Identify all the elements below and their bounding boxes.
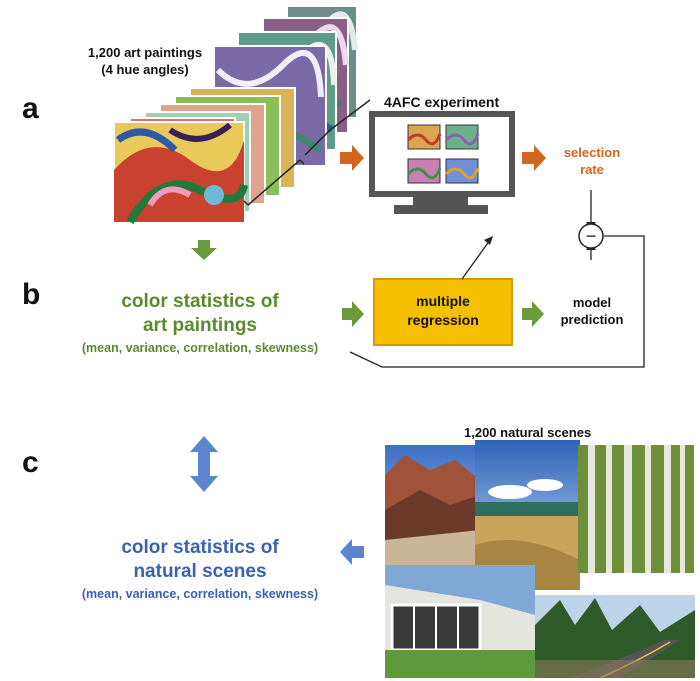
natural-stats-line2: natural scenes — [133, 561, 267, 582]
scene-forest-aspens — [578, 445, 694, 573]
panel-label-b: b — [22, 278, 41, 311]
arrow-to-selection-rate — [522, 145, 546, 171]
regression-line2: regression — [407, 312, 479, 328]
natural-stats-line1: color statistics of — [121, 537, 279, 558]
natural-scenes-label: 1,200 natural scenes — [464, 425, 592, 440]
regression-box-label: multiple regression — [374, 292, 512, 330]
arrow-to-prediction — [522, 301, 544, 327]
arrow-down-to-stats — [191, 240, 217, 260]
model-prediction-line1: model — [572, 295, 612, 310]
regression-box-shape — [373, 278, 513, 346]
art-stats-line1: color statistics of — [121, 291, 279, 312]
scene-canyon — [385, 445, 480, 565]
art-paintings-label: 1,200 art paintings (4 hue angles) — [60, 44, 230, 78]
double-arrow — [190, 436, 218, 492]
arrow-to-regression — [342, 301, 364, 327]
stimulus-grid — [406, 124, 480, 184]
arrow-to-monitor — [340, 145, 364, 171]
natural-stats-line3: (mean, variance, correlation, skewness) — [81, 587, 319, 601]
scene-road — [535, 595, 695, 679]
painting-stack — [113, 5, 358, 225]
art-stats-line2: art paintings — [142, 315, 257, 336]
panel-label-c: c — [22, 446, 39, 479]
art-stats-label: color statistics of art paintings (mean,… — [30, 290, 370, 358]
art-paintings-label-line1: 1,200 art paintings — [87, 45, 203, 60]
scene-house — [385, 565, 535, 678]
art-paintings-label-line2: (4 hue angles) — [101, 62, 189, 77]
arrow-from-scenes — [340, 539, 364, 565]
model-prediction-label: model prediction — [552, 294, 632, 328]
scene-beach — [475, 440, 580, 590]
minus-node-circle — [578, 223, 604, 249]
selection-rate-label: selection rate — [552, 144, 632, 178]
painting-front — [113, 121, 248, 225]
natural-scenes-collage — [385, 440, 695, 679]
experiment-label: 4AFC experiment — [384, 94, 500, 110]
selection-rate-line2: rate — [580, 162, 604, 177]
blue-arrows — [190, 436, 364, 565]
regression-line1: multiple — [416, 293, 470, 309]
selection-rate-line1: selection — [563, 145, 621, 160]
orange-arrows — [340, 145, 546, 171]
stack-brackets — [243, 99, 371, 206]
model-prediction-line2: prediction — [560, 312, 624, 327]
monitor — [369, 111, 515, 214]
art-stats-line3: (mean, variance, correlation, skewness) — [81, 341, 319, 355]
green-arrows — [191, 240, 544, 327]
natural-stats-label: color statistics of natural scenes (mean… — [30, 536, 370, 604]
minus-node-symbol: − — [585, 226, 597, 246]
panel-label-a: a — [22, 92, 39, 125]
